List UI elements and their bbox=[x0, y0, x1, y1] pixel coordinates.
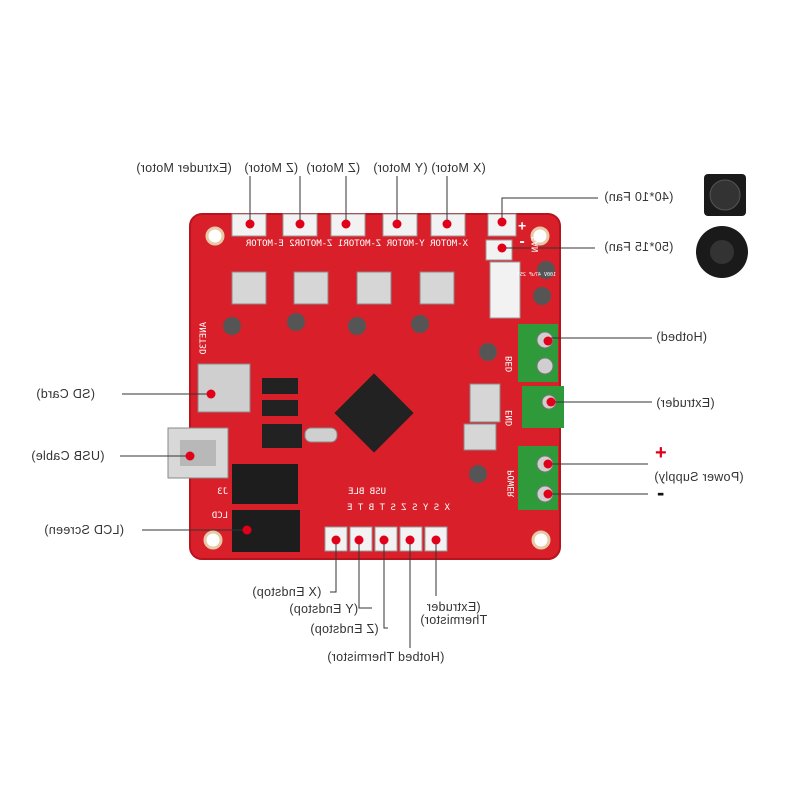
heatsink bbox=[356, 271, 392, 305]
heatsink bbox=[293, 271, 329, 305]
fan-40-rotor bbox=[709, 179, 741, 211]
sd-card-slot bbox=[197, 363, 251, 413]
label-usb-cable: (USB Cable) bbox=[31, 449, 105, 463]
capacitors bbox=[223, 261, 555, 483]
marker-dot bbox=[497, 217, 507, 227]
silk-fan-minus: - bbox=[518, 235, 526, 250]
lcd-header bbox=[232, 510, 300, 552]
label-extruder-motor: (Extruder Motor) bbox=[136, 161, 232, 175]
screw-terminals bbox=[518, 324, 564, 510]
silk-fan-plus: + bbox=[518, 219, 526, 234]
marker-dot bbox=[543, 459, 553, 469]
usb-port-inner bbox=[180, 440, 216, 466]
label-z-endstop: (Z Endstop) bbox=[310, 622, 379, 636]
capacitor bbox=[533, 287, 551, 305]
capacitor bbox=[348, 317, 366, 335]
mounting-hole bbox=[530, 226, 550, 246]
mounting-hole bbox=[203, 530, 223, 550]
label-power-supply: (Power Supply) bbox=[654, 470, 744, 484]
marker-dot bbox=[546, 397, 556, 407]
leader-line bbox=[383, 540, 388, 629]
label-plus-sign: + bbox=[655, 442, 667, 464]
marker-dot bbox=[405, 535, 415, 545]
leader-line bbox=[330, 540, 337, 593]
marker-dot bbox=[543, 336, 553, 346]
silk-board-name: ANET3D bbox=[199, 322, 209, 355]
markers bbox=[185, 217, 556, 545]
stepper-heatsinks bbox=[231, 271, 455, 305]
heatsink bbox=[231, 271, 267, 305]
label-fan-50: (50*15 Fan) bbox=[604, 240, 674, 254]
label-y-endstop: (Y Endstop) bbox=[289, 602, 359, 616]
leader-lines bbox=[120, 176, 652, 648]
marker-dot bbox=[295, 219, 305, 229]
marker-dot bbox=[442, 219, 452, 229]
mounting-hole bbox=[531, 530, 551, 550]
marker-dot bbox=[497, 243, 507, 253]
capacitor bbox=[223, 317, 241, 335]
leader-line bbox=[358, 540, 372, 609]
marker-dot bbox=[185, 451, 195, 461]
chip bbox=[262, 400, 298, 416]
label-hotbed-thermistor: (Hotbed Thermistor) bbox=[327, 650, 445, 664]
marker-dot bbox=[206, 389, 216, 399]
marker-dot bbox=[431, 535, 441, 545]
silkscreen-text: X-MOTOR Y-MOTOR Z-MOTOR1 Z-MOTOR2 E-MOTO… bbox=[199, 219, 556, 521]
label-extruder-thermistor: (Extruder Thermistor) bbox=[420, 600, 488, 627]
silk-power: POWER bbox=[507, 470, 517, 498]
marker-dot bbox=[379, 535, 389, 545]
silk-usb-ble: USB BLE bbox=[348, 487, 386, 497]
capacitor bbox=[479, 343, 497, 361]
j3-header bbox=[232, 464, 298, 504]
capacitor bbox=[287, 313, 305, 331]
label-lcd-screen: (LCD Screen) bbox=[44, 523, 125, 537]
fan-50-rotor bbox=[710, 240, 734, 264]
terminal-hotbed bbox=[518, 324, 558, 382]
terminal-extruder bbox=[522, 386, 564, 428]
capacitor bbox=[411, 315, 429, 333]
marker-dot bbox=[245, 219, 255, 229]
marker-dot bbox=[392, 219, 402, 229]
silk-lcd: LCD bbox=[212, 511, 228, 521]
capacitor bbox=[469, 465, 487, 483]
leader-line bbox=[501, 197, 598, 220]
crystal bbox=[304, 427, 338, 443]
label-fan-40: (40*10 Fan) bbox=[604, 190, 674, 204]
mcu-chip bbox=[334, 373, 414, 453]
label-extruder-thermistor-line2: Thermistor) bbox=[420, 613, 488, 627]
silk-j3: J3 bbox=[217, 487, 228, 497]
marker-dot bbox=[331, 535, 341, 545]
label-x-endstop: (X Endstop) bbox=[252, 585, 322, 599]
heatsink bbox=[419, 271, 455, 305]
leader-line bbox=[547, 337, 652, 341]
label-minus-sign: - bbox=[657, 480, 665, 505]
silk-end: END bbox=[505, 410, 515, 426]
marker-dot bbox=[543, 489, 553, 499]
mosfet-heatsink bbox=[463, 423, 497, 451]
mounting-hole bbox=[205, 226, 225, 246]
label-z-motor-a: (Z Motor) bbox=[244, 161, 299, 175]
mosfet-heatsink bbox=[469, 383, 501, 423]
screw bbox=[536, 357, 554, 375]
marker-dot bbox=[354, 535, 364, 545]
capacitor bbox=[537, 261, 555, 279]
silk-bed: BED bbox=[505, 356, 515, 372]
marker-dot bbox=[242, 525, 252, 535]
marker-dot bbox=[341, 219, 351, 229]
label-hotbed: (Hotbed) bbox=[656, 330, 708, 344]
label-y-motor: (Y Motor) bbox=[373, 161, 428, 175]
silk-cap: 100V 47uF 25V bbox=[517, 272, 556, 278]
silk-fan: FAN bbox=[531, 236, 541, 252]
silk-motor-header: X-MOTOR Y-MOTOR Z-MOTOR1 Z-MOTOR2 E-MOTO… bbox=[245, 239, 468, 249]
connector-block bbox=[489, 261, 521, 319]
label-z-motor-b: (Z Motor) bbox=[306, 161, 361, 175]
label-sd-card: (SD Card) bbox=[36, 387, 95, 401]
chip bbox=[262, 424, 302, 448]
terminal-power bbox=[518, 446, 558, 510]
silk-endstop-header: X S Y S Z S T B T E bbox=[347, 503, 450, 513]
chip bbox=[262, 378, 298, 394]
label-extruder: (Extruder) bbox=[656, 396, 715, 410]
label-x-motor: (X Motor) bbox=[431, 161, 486, 175]
